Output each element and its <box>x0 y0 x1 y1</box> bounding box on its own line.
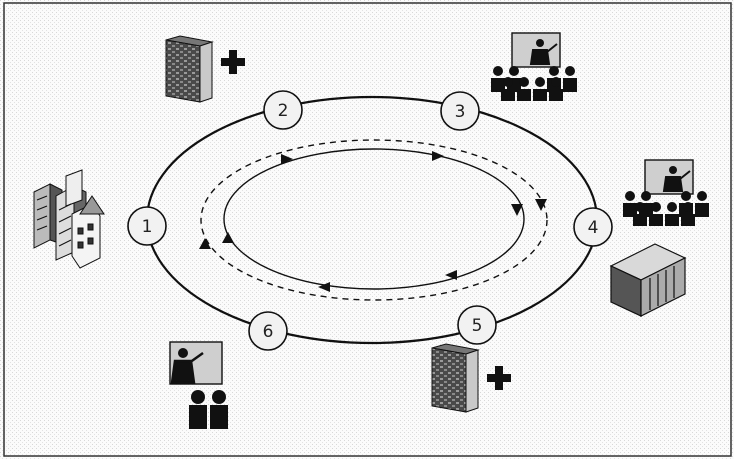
audience-presenter-icon <box>491 32 577 101</box>
node-2-label: 2 <box>278 101 289 121</box>
arrow-top-left <box>281 154 293 164</box>
arrow-right-outer <box>535 199 547 211</box>
node-1-label: 1 <box>142 217 153 237</box>
node-2: 2 <box>263 90 303 130</box>
node-5-label: 5 <box>472 316 483 336</box>
arrow-left-inner <box>222 232 234 243</box>
firewall-plus-icon <box>165 35 245 103</box>
diagram-frame <box>3 2 732 457</box>
node-6-label: 6 <box>263 322 274 342</box>
inner-ring <box>223 148 525 290</box>
node-4: 4 <box>573 207 613 247</box>
presenter-small-group-icon <box>169 341 228 429</box>
plus-icon <box>487 366 511 390</box>
node-3-label: 3 <box>455 102 466 122</box>
arrow-top-right <box>432 151 444 161</box>
arrow-left-outer <box>199 238 211 249</box>
office-buildings-icon <box>33 169 105 269</box>
node-3: 3 <box>440 91 480 131</box>
node-5: 5 <box>457 305 497 345</box>
direction-arrows <box>199 151 547 292</box>
audience-presenter-icon <box>623 159 709 226</box>
node-6: 6 <box>248 311 288 351</box>
arrow-right-inner <box>511 204 523 216</box>
arrow-bottom-right <box>445 270 457 280</box>
firewall-plus-icon <box>431 343 511 413</box>
node-4-label: 4 <box>588 218 599 238</box>
dashed-ring <box>200 139 548 301</box>
arrow-bottom-left <box>318 282 330 292</box>
server-rack-icon <box>609 243 687 317</box>
plus-icon <box>221 50 245 74</box>
node-1: 1 <box>127 206 167 246</box>
